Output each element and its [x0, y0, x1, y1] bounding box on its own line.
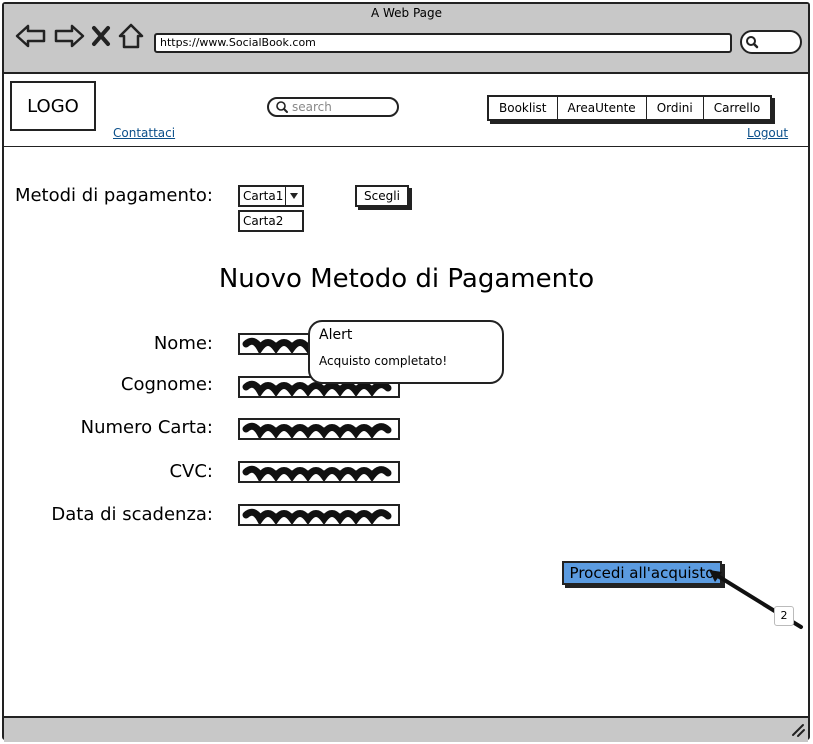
redacted-value	[242, 380, 392, 398]
payment-method-select[interactable]: Carta1	[238, 185, 304, 207]
field-label-numero-carta: Numero Carta:	[80, 417, 213, 438]
search-icon	[276, 101, 288, 113]
menu-item-booklist[interactable]: Booklist	[489, 97, 558, 119]
status-bar	[4, 716, 808, 742]
choose-button[interactable]: Scegli	[355, 185, 409, 207]
field-label-cvc: CVC:	[169, 461, 213, 482]
resize-grip-icon[interactable]	[790, 722, 806, 738]
home-icon[interactable]	[117, 22, 145, 50]
header-divider	[4, 146, 808, 147]
alert-title: Alert	[319, 327, 353, 343]
form-title: Nuovo Metodo di Pagamento	[218, 264, 595, 294]
cvc-field[interactable]	[238, 461, 400, 483]
redacted-value	[242, 465, 392, 483]
payment-methods-label: Metodi di pagamento:	[14, 185, 213, 206]
field-label-cognome: Cognome:	[120, 374, 213, 395]
search-icon	[746, 36, 759, 49]
alert-message: Acquisto completato!	[319, 354, 448, 368]
alert-popup: Alert Acquisto completato!	[308, 320, 504, 384]
main-menu: Booklist AreaUtente Ordini Carrello	[487, 95, 773, 121]
menu-item-carrello[interactable]: Carrello	[713, 101, 761, 115]
redacted-value	[242, 422, 392, 440]
annotation-badge: 2	[774, 606, 794, 626]
redacted-value	[242, 508, 392, 526]
numero-carta-field[interactable]	[238, 418, 400, 440]
field-label-nome: Nome:	[153, 333, 213, 354]
logout-link[interactable]: Logout	[747, 126, 789, 140]
search-input[interactable]: search	[267, 97, 399, 117]
browser-search-field[interactable]	[740, 30, 802, 54]
field-label-data-scadenza: Data di scadenza:	[51, 504, 213, 525]
close-icon[interactable]	[90, 22, 112, 50]
logo: LOGO	[10, 81, 96, 131]
back-icon[interactable]	[14, 22, 48, 50]
proceed-button[interactable]: Procedi all'acquisto	[562, 561, 722, 585]
window-title: A Web Page	[370, 6, 443, 20]
search-placeholder: search	[292, 100, 332, 114]
data-scadenza-field[interactable]	[238, 504, 400, 526]
chevron-down-icon	[285, 187, 302, 205]
menu-item-areautente[interactable]: AreaUtente	[558, 97, 647, 119]
menu-item-ordini[interactable]: Ordini	[647, 97, 704, 119]
url-bar[interactable]: https://www.SocialBook.com	[154, 33, 732, 53]
contact-link[interactable]: Contattaci	[113, 126, 176, 140]
selected-method: Carta1	[243, 189, 284, 203]
dropdown-option[interactable]: Carta2	[238, 210, 304, 232]
forward-icon[interactable]	[52, 22, 86, 50]
